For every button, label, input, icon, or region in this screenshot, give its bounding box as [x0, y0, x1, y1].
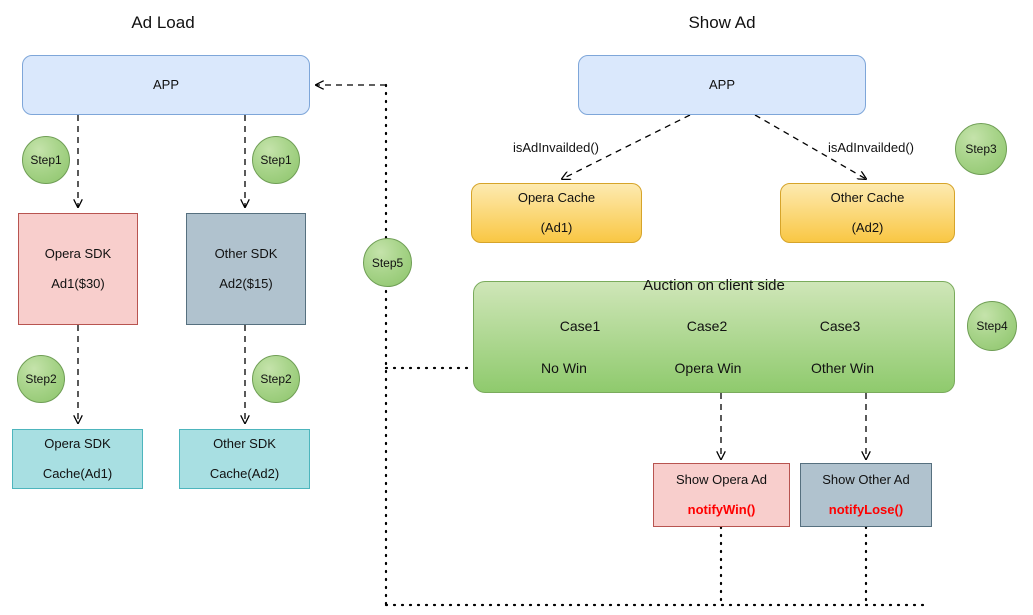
auction-case3-label: Case3 [819, 318, 861, 334]
show-other-ad-box[interactable]: Show Other Ad notifyLose() [800, 463, 932, 527]
step-badge-step2-right: Step2 [252, 355, 300, 403]
other-sdk-cache-title: Other SDK [213, 435, 276, 451]
step-badge-step1-left: Step1 [22, 136, 70, 184]
opera-sdk-box[interactable]: Opera SDK Ad1($30) [18, 213, 138, 325]
opera-sdk-cache-box[interactable]: Opera SDK Cache(Ad1) [12, 429, 143, 489]
opera-sdk-price: Ad1($30) [51, 276, 105, 291]
edge-label-is-ad-invalided-left: isAdInvailded() [513, 140, 599, 155]
auction-header: Auction on client side [643, 277, 785, 294]
other-cache-box[interactable]: Other Cache (Ad2) [780, 183, 955, 243]
show-opera-ad-box[interactable]: Show Opera Ad notifyWin() [653, 463, 790, 527]
step-badge-step5: Step5 [363, 238, 412, 287]
section-title-show-ad: Show Ad [688, 13, 756, 32]
step-badge-step4: Step4 [967, 301, 1017, 351]
auction-panel[interactable] [473, 281, 955, 393]
opera-cache-value: (Ad1) [540, 220, 573, 235]
notify-win-label: notifyWin() [687, 502, 756, 517]
auction-outcome-opera-win: Opera Win [674, 360, 742, 376]
show-ad-app-label: APP [708, 76, 735, 92]
opera-cache-title: Opera Cache [517, 189, 596, 205]
auction-case2-label: Case2 [686, 318, 728, 334]
step-badge-step1-right: Step1 [252, 136, 300, 184]
other-sdk-cache-box[interactable]: Other SDK Cache(Ad2) [179, 429, 310, 489]
show-opera-ad-title: Show Opera Ad [675, 471, 768, 487]
other-cache-value: (Ad2) [851, 220, 884, 235]
auction-outcome-other-win: Other Win [810, 360, 874, 376]
opera-sdk-cache-title: Opera SDK [44, 435, 111, 451]
ad-load-app-box[interactable]: APP [22, 55, 310, 115]
ad-load-app-label: APP [152, 76, 179, 92]
step-badge-step3: Step3 [955, 123, 1007, 175]
other-sdk-price: Ad2($15) [219, 276, 273, 291]
opera-sdk-cache-value: Cache(Ad1) [42, 466, 113, 481]
edge-label-is-ad-invalided-right: isAdInvailded() [828, 140, 914, 155]
opera-sdk-title: Opera SDK [44, 245, 112, 261]
show-other-ad-title: Show Other Ad [822, 471, 910, 487]
other-sdk-box[interactable]: Other SDK Ad2($15) [186, 213, 306, 325]
show-ad-app-box[interactable]: APP [578, 55, 866, 115]
section-title-ad-load: Ad Load [131, 13, 195, 32]
other-sdk-cache-value: Cache(Ad2) [209, 466, 280, 481]
step-badge-step2-left: Step2 [17, 355, 65, 403]
auction-case1-label: Case1 [559, 318, 601, 334]
auction-outcome-no-win: No Win [541, 360, 587, 376]
other-cache-title: Other Cache [830, 189, 905, 205]
opera-cache-box[interactable]: Opera Cache (Ad1) [471, 183, 642, 243]
other-sdk-title: Other SDK [214, 245, 278, 261]
notify-lose-label: notifyLose() [828, 502, 904, 517]
